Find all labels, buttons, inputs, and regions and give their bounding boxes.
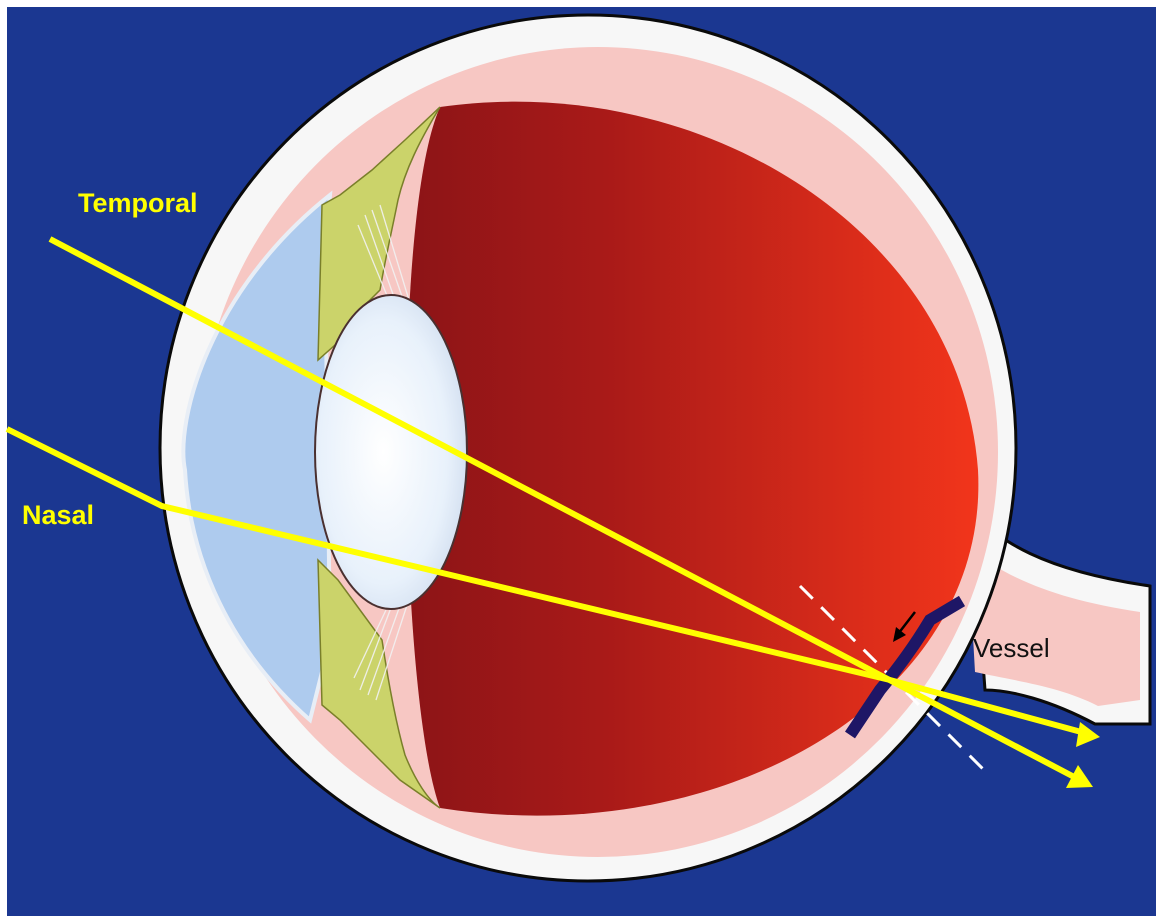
nasal-label: Nasal — [22, 500, 94, 531]
top-left-border — [0, 0, 145, 7]
vessel-label: Vessel — [973, 633, 1050, 664]
temporal-label: Temporal — [78, 188, 198, 219]
